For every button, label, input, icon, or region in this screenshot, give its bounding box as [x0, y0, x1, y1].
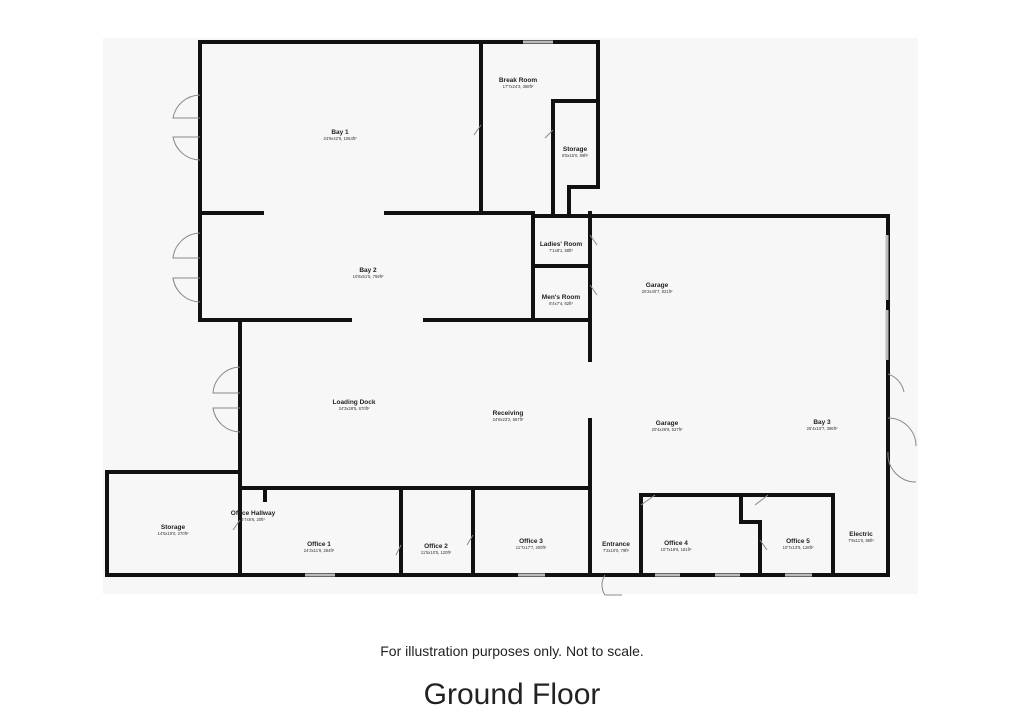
room-dimensions: 10'6x51'5, 759ft² [353, 274, 384, 279]
room-label: Office 124'3x11'9, 264ft² [304, 541, 335, 553]
room-name: Bay 3 [813, 419, 831, 426]
room-label: Bay 124'9x42'9, 1054ft² [323, 129, 357, 141]
room-name: Office 4 [664, 540, 688, 547]
room-label: Bay 325'4x10'7, 396ft² [807, 419, 838, 431]
room-name: Receiving [493, 410, 524, 417]
room-name: Storage [161, 524, 186, 531]
room-dimensions: 20'2x40'7, 821ft² [642, 289, 673, 294]
room-label: Office 510'7x13'9, 128ft² [783, 538, 814, 550]
room-dimensions: 17'7x24'3, 388ft² [503, 84, 534, 89]
room-name: Bay 2 [359, 267, 377, 274]
room-dimensions: 10'7x13'9, 128ft² [783, 545, 814, 550]
room-name: Office 3 [519, 538, 543, 545]
room-name: Break Room [499, 77, 538, 84]
room-label: Office 410'7x18'6, 181ft² [661, 540, 692, 552]
room-dimensions: 6'5x15'0, 89ft² [562, 153, 589, 158]
room-dimensions: 8'4x7'4, 62ft² [549, 301, 573, 306]
room-dimensions: 20'4x26'8, 527ft² [652, 427, 683, 432]
room-label: Bay 210'6x51'5, 759ft² [353, 267, 384, 279]
room-name: Men's Room [542, 294, 581, 301]
room-name: Office 2 [424, 543, 448, 550]
room-name: Office 5 [786, 538, 810, 545]
room-dimensions: 11'5x10'5, 120ft² [421, 550, 452, 555]
room-dimensions: 14'5x19'0, 270ft² [158, 531, 189, 536]
room-name: Entrance [602, 541, 630, 548]
room-dimensions: 24'9x42'9, 1054ft² [323, 136, 357, 141]
room-name: Office 1 [307, 541, 331, 548]
room-dimensions: 25'4x10'7, 396ft² [807, 426, 838, 431]
room-dimensions: 5'7x6'6, 20ft² [241, 517, 265, 522]
room-dimensions: 10'7x18'6, 181ft² [661, 547, 692, 552]
floor-title: Ground Floor [423, 678, 601, 711]
room-name: Bay 1 [331, 129, 349, 136]
room-dimensions: 11'7x17'7, 200ft² [516, 545, 547, 550]
room-name: Office Hallway [231, 510, 276, 517]
room-name: Loading Dock [333, 399, 376, 406]
room-dimensions: 7'2x10'0, 79ft² [603, 548, 630, 553]
room-name: Electric [849, 531, 873, 538]
room-name: Ladies' Room [540, 241, 583, 248]
windows [305, 40, 889, 577]
doors [172, 94, 917, 596]
room-dimensions: 24'8x23'2, 567ft² [493, 417, 524, 422]
room-label: Office 311'7x17'7, 200ft² [516, 538, 547, 550]
disclaimer-text: For illustration purposes only. Not to s… [380, 643, 644, 659]
plan-background [103, 38, 918, 594]
room-name: Storage [563, 146, 588, 153]
room-label: Office 211'5x10'5, 120ft² [421, 543, 452, 555]
room-dimensions: 7'9x11'0, 86ft² [848, 538, 874, 543]
room-name: Garage [646, 282, 669, 289]
room-dimensions: 7'1x8'1, 58ft² [549, 248, 573, 253]
room-name: Garage [656, 420, 679, 427]
room-dimensions: 24'3x28'5, 670ft² [339, 406, 370, 411]
room-dimensions: 24'3x11'9, 264ft² [304, 548, 335, 553]
